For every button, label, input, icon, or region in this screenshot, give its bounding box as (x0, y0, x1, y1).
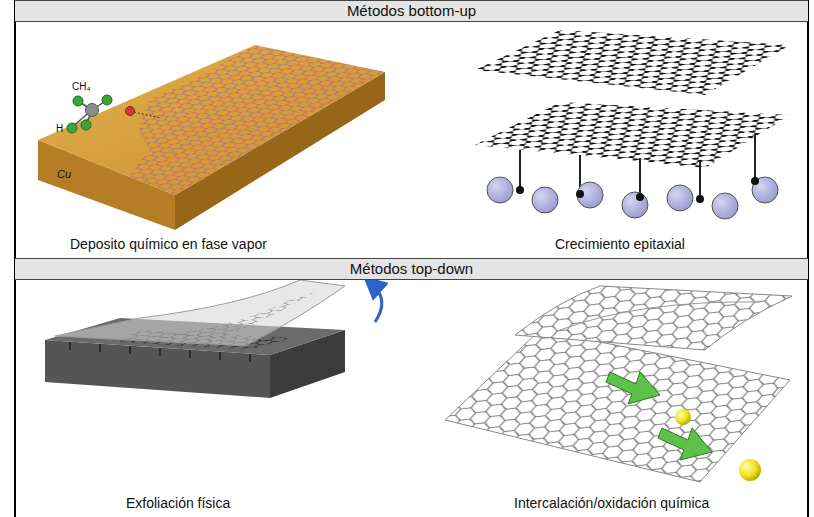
panel-caption: Crecimiento epitaxial (553, 236, 687, 252)
panel-caption: Exfoliación física (124, 495, 232, 511)
substrate-label: Cu (57, 168, 71, 181)
section-header: Métodos top-down (15, 258, 808, 280)
panel-caption: Intercalación/oxidación química (512, 495, 711, 511)
section-header: Métodos bottom-up (15, 0, 808, 22)
header-text: Métodos bottom-up (347, 2, 476, 19)
header-text: Métodos top-down (350, 260, 473, 277)
formula-label: CH₄ (72, 81, 91, 93)
atom-label: H (56, 123, 63, 135)
panel-caption: Deposito químico en fase vapor (68, 236, 269, 252)
